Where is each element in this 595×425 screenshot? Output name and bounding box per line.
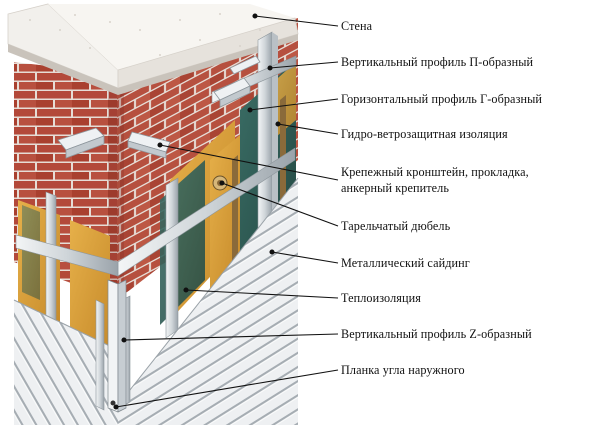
leader-bracket xyxy=(159,144,339,181)
leader-horizontal-profile-g xyxy=(249,98,339,111)
leader-hydro-wind xyxy=(277,123,339,135)
label-horizontal-profile-g: Горизонтальный профиль Г-образный xyxy=(341,92,543,106)
leader-dowel xyxy=(221,182,339,227)
label-thermal-insulation: Теплоизоляция xyxy=(341,291,421,305)
label-outer-corner-strip: Планка угла наружного xyxy=(341,363,465,377)
leader-vertical-profile-p xyxy=(269,61,339,69)
label-hydro-wind-insulation: Гидро-ветрозащитная изоляция xyxy=(341,127,508,141)
label-bracket-line2: анкерный крепитель xyxy=(341,181,449,195)
wall-top-cap xyxy=(7,3,299,95)
outer-corner-strip xyxy=(107,279,127,413)
label-dowel: Тарельчатый дюбель xyxy=(341,219,451,233)
leader-corner-strip xyxy=(115,369,339,408)
leader-profile-z xyxy=(123,333,339,341)
label-wall: Стена xyxy=(341,19,373,33)
label-vertical-profile-p: Вертикальный профиль П-образный xyxy=(341,55,534,69)
label-metal-siding: Металлический сайдинг xyxy=(341,256,470,270)
leader-siding xyxy=(271,251,339,264)
label-bracket-line1: Крепежный кронштейн, прокладка, xyxy=(341,165,529,179)
membrane-strips xyxy=(232,95,286,266)
leader-wall xyxy=(254,15,339,27)
label-vertical-profile-z: Вертикальный профиль Z-образный xyxy=(341,327,532,341)
leader-thermal xyxy=(185,289,339,299)
leader-lines xyxy=(113,13,339,410)
